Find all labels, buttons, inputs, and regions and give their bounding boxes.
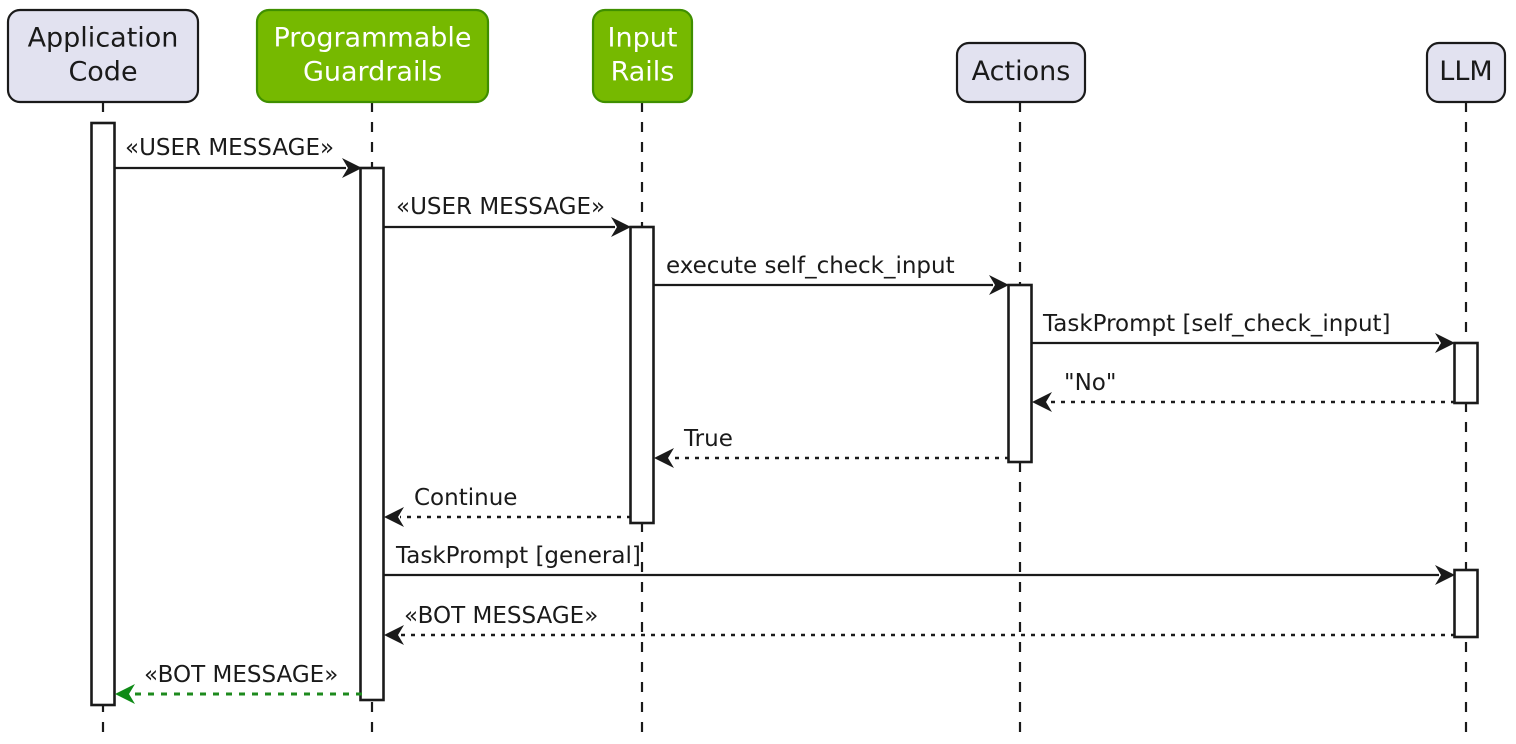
- participant-box-input-rails: [591, 8, 694, 104]
- arrowhead-m4: [1435, 333, 1455, 353]
- arrowhead-m1: [342, 158, 362, 178]
- message-label-m5: "No": [1064, 370, 1116, 396]
- arrowhead-m9: [384, 625, 404, 645]
- participant-actions[interactable]: Actions: [955, 41, 1087, 104]
- message-m10[interactable]: «BOT MESSAGE»: [115, 662, 362, 704]
- arrowhead-m10: [115, 684, 135, 704]
- message-m2[interactable]: «USER MESSAGE»: [384, 194, 631, 237]
- message-m4[interactable]: TaskPrompt [self_check_input]: [1032, 311, 1455, 353]
- participant-label-actions: Actions: [972, 56, 1071, 87]
- arrowhead-m2: [611, 217, 631, 237]
- participant-box-app-code: [6, 8, 200, 104]
- participant-box-llm: [1425, 41, 1507, 104]
- arrowhead-m8: [1435, 565, 1455, 585]
- participant-llm[interactable]: LLM: [1425, 41, 1507, 104]
- activation-bar-input-rails-1: [629, 225, 655, 525]
- message-m9[interactable]: «BOT MESSAGE»: [384, 603, 1455, 645]
- lifelines-layer: [101, 102, 1468, 738]
- message-m8[interactable]: TaskPrompt [general]: [384, 543, 1455, 585]
- activation-bar-programmable-guardrails-1: [359, 166, 385, 702]
- participant-label-programmable-guardrails: Guardrails: [303, 57, 442, 88]
- participant-label-app-code: Application: [28, 23, 179, 54]
- participant-label-llm: LLM: [1439, 56, 1492, 87]
- participant-label-app-code: Code: [68, 57, 137, 88]
- message-m7[interactable]: Continue: [384, 485, 631, 527]
- message-label-m9: «BOT MESSAGE»: [404, 603, 598, 629]
- activations-layer: [90, 121, 1479, 707]
- message-m6[interactable]: True: [654, 426, 1009, 468]
- participant-label-programmable-guardrails: Programmable: [273, 23, 471, 54]
- activation-bar-llm-2: [1453, 568, 1479, 639]
- arrowhead-m5: [1032, 392, 1052, 412]
- message-label-m10: «BOT MESSAGE»: [144, 662, 338, 688]
- activation-bar-app-code-1: [90, 121, 116, 707]
- arrowhead-m6: [654, 448, 674, 468]
- message-m3[interactable]: execute self_check_input: [654, 253, 1009, 295]
- message-label-m7: Continue: [414, 485, 517, 511]
- participant-label-input-rails: Rails: [611, 57, 675, 88]
- messages-layer: «USER MESSAGE» «USER MESSAGE» execute self…: [115, 135, 1455, 704]
- activation-bar-actions-1: [1007, 283, 1033, 464]
- message-m5[interactable]: "No": [1032, 370, 1455, 412]
- message-m1[interactable]: «USER MESSAGE»: [115, 135, 362, 178]
- arrowhead-m3: [989, 275, 1009, 295]
- arrowhead-m7: [384, 507, 404, 527]
- participant-box-actions: [955, 41, 1087, 104]
- activation-bar-llm-1: [1453, 341, 1479, 405]
- message-label-m4: TaskPrompt [self_check_input]: [1042, 311, 1391, 337]
- participant-label-input-rails: Input: [608, 23, 678, 54]
- participant-box-programmable-guardrails: [255, 8, 490, 104]
- message-label-m6: True: [683, 426, 733, 452]
- message-label-m1: «USER MESSAGE»: [125, 135, 334, 161]
- message-label-m2: «USER MESSAGE»: [396, 194, 605, 220]
- message-label-m8: TaskPrompt [general]: [395, 543, 641, 569]
- message-label-m3: execute self_check_input: [666, 253, 955, 279]
